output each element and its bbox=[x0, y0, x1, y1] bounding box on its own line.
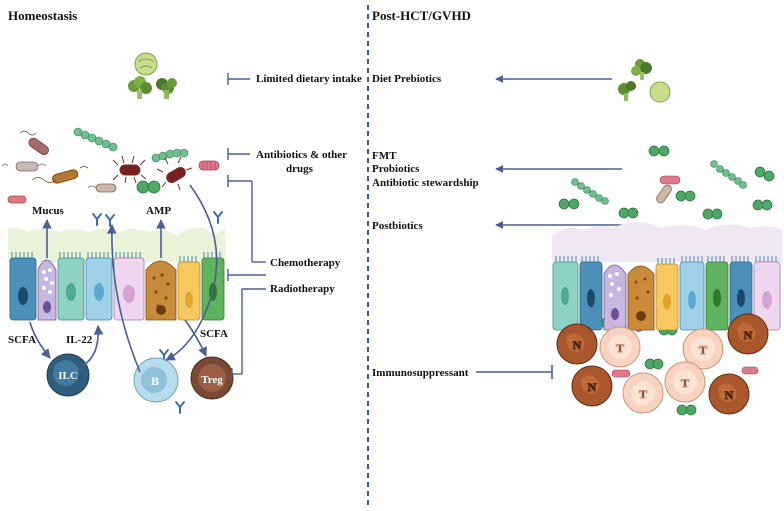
scfa-right-label: SCFA bbox=[200, 328, 228, 340]
neutrophil-cell: N bbox=[727, 313, 769, 355]
postbiotics-label: Postbiotics bbox=[372, 220, 423, 232]
t-cells: T T T T bbox=[599, 326, 724, 414]
antibiotics-label-line1: Antibiotics & other bbox=[256, 149, 347, 161]
neutrophil-label: N bbox=[725, 388, 734, 402]
amp-label: AMP bbox=[146, 205, 171, 217]
t-cell-label: T bbox=[639, 387, 647, 401]
neutrophil-label: N bbox=[744, 328, 753, 342]
t-cell: T bbox=[682, 328, 724, 370]
mucus-label: Mucus bbox=[32, 205, 65, 217]
t-cell: T bbox=[622, 372, 664, 414]
right-bacteria bbox=[558, 145, 775, 416]
t-cell: T bbox=[664, 361, 706, 403]
left-panel-title: Homeostasis bbox=[8, 8, 77, 23]
left-pathway-arrows bbox=[29, 184, 218, 373]
antibiotic-stewardship-label: Antibiotic stewardship bbox=[372, 177, 479, 189]
neutrophil-cells: N N N N bbox=[556, 313, 769, 415]
neutrophil-label: N bbox=[588, 380, 597, 394]
left-mucus-layer bbox=[8, 227, 225, 262]
radiotherapy-label: Radiotherapy bbox=[270, 283, 335, 295]
ilc-cell: ILC bbox=[46, 353, 90, 397]
b-cell-label: B bbox=[151, 374, 159, 388]
b-cell: B bbox=[133, 357, 179, 403]
food-icon bbox=[128, 52, 177, 99]
t-cell: T bbox=[599, 326, 641, 368]
right-mucus-layer bbox=[552, 222, 782, 262]
chemotherapy-label: Chemotherapy bbox=[270, 257, 341, 269]
ilc-label: ILC bbox=[58, 370, 78, 382]
dietary-intake-label: Limited dietary intake bbox=[256, 73, 362, 85]
neutrophil-cell: N bbox=[708, 373, 750, 415]
neutrophil-label: N bbox=[573, 338, 582, 352]
diet-prebiotics-label: Diet Prebiotics bbox=[372, 73, 442, 85]
il22-label: IL-22 bbox=[66, 334, 93, 346]
antibiotics-label-line2: drugs bbox=[286, 163, 314, 175]
factor-inhibition-lines bbox=[227, 73, 266, 380]
t-cell-label: T bbox=[616, 341, 624, 355]
right-food-icon bbox=[618, 59, 671, 103]
fmt-label: FMT bbox=[372, 150, 397, 162]
right-epithelium bbox=[552, 256, 781, 331]
t-cell-label: T bbox=[681, 376, 689, 390]
immunosuppressant-label: Immunosuppressant bbox=[372, 367, 469, 379]
intervention-arrows bbox=[476, 75, 622, 379]
left-bacteria bbox=[1, 127, 220, 204]
t-cell-label: T bbox=[699, 343, 707, 357]
left-epithelium bbox=[9, 252, 225, 321]
neutrophil-cell: N bbox=[556, 323, 598, 365]
treg-cell: Treg bbox=[190, 356, 234, 400]
probiotics-label: Probiotics bbox=[372, 163, 420, 175]
scfa-left-label: SCFA bbox=[8, 334, 36, 346]
treg-label: Treg bbox=[201, 374, 223, 386]
right-panel-title: Post-HCT/GVHD bbox=[372, 8, 471, 23]
neutrophil-cell: N bbox=[571, 365, 613, 407]
